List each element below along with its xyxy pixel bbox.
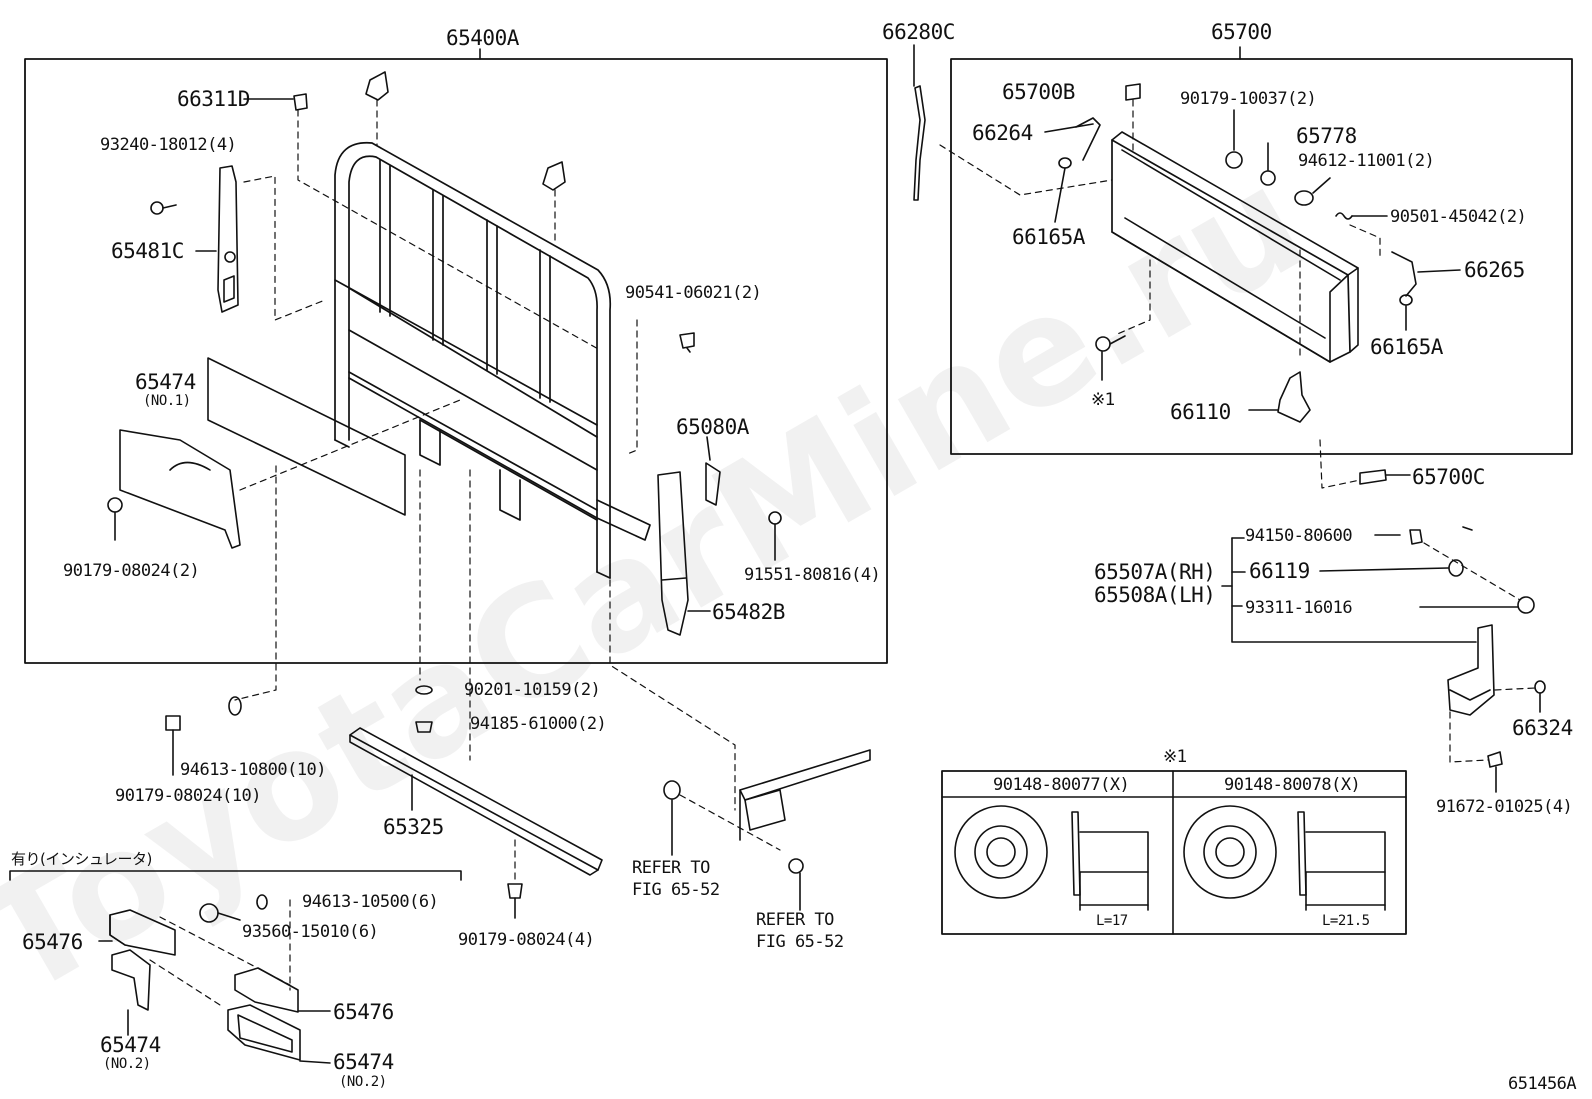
label-fig-65-52-2: FIG 65-52 [756,932,844,952]
label-66311D: 66311D [177,87,250,111]
label-65700: 65700 [1211,20,1272,44]
heat-shield-65474 [119,429,241,549]
chain-66280C [913,85,926,201]
label-66280C: 66280C [882,20,955,44]
note-mark-table: ※1 [1163,747,1188,767]
chassis-frame [739,749,871,801]
label-66165A-b: 66165A [1370,335,1443,359]
label-65080A: 65080A [676,415,749,439]
insulator-65476-a [109,909,176,956]
label-65507A: 65507A(RH) [1094,560,1216,584]
label-65700B: 65700B [1002,80,1075,104]
label-90179-10037: 90179-10037(2) [1180,89,1317,109]
label-refer-to-1: REFER TO [632,858,710,878]
panel-65474 [207,357,406,516]
label-94612-11001: 94612-11001(2) [1298,151,1435,171]
label-90541-06021: 90541-06021(2) [625,283,762,303]
label-65325: 65325 [383,815,444,839]
label-93240-18012: 93240-18012(4) [100,135,237,155]
label-94150-80600: 94150-80600 [1245,526,1353,546]
top-clip-left [365,71,389,101]
label-90201-10159: 90201-10159(2) [464,680,601,700]
insulator-bracket [9,870,462,881]
label-65778: 65778 [1296,124,1357,148]
rail-65325 [349,727,603,871]
label-65474-no2a: 65474 [100,1033,161,1057]
label-90179-08024-10: 90179-08024(10) [115,786,262,806]
label-65400A: 65400A [446,26,519,50]
label-65476-a: 65476 [22,930,83,954]
bolt-detail-90148-80078 [1183,805,1386,911]
label-66324: 66324 [1512,716,1573,740]
bracket-65482B [657,471,689,636]
label-93311-16016: 93311-16016 [1245,598,1353,618]
label-no2b: (NO.2) [339,1074,387,1090]
main-headboard-box [24,58,888,664]
label-66264: 66264 [972,121,1033,145]
figure-code: 651456A [1508,1074,1577,1094]
label-91672-01025: 91672-01025(4) [1436,797,1573,817]
label-90179-08024-2: 90179-08024(2) [63,561,200,581]
label-65700C: 65700C [1412,465,1485,489]
label-90179-08024-4: 90179-08024(4) [458,930,595,950]
label-refer-to-2: REFER TO [756,910,834,930]
label-no1: (NO.1) [143,393,191,409]
hinge-66119 [1447,624,1495,716]
label-L21: L=21.5 [1322,913,1370,929]
label-90148-80078: 90148-80078(X) [1224,775,1361,795]
label-94613-10800: 94613-10800(10) [180,760,327,780]
insulator-65474-a [111,949,151,1011]
bolt-detail-90148-80077 [954,805,1149,911]
label-65474-no1: 65474 [135,370,196,394]
label-66119: 66119 [1249,559,1310,583]
bolt-detail-table [941,770,1407,935]
label-65508A: 65508A(LH) [1094,583,1216,607]
label-65481C: 65481C [111,239,184,263]
label-65474-no2b: 65474 [333,1050,394,1074]
label-90501-45042: 90501-45042(2) [1390,207,1527,227]
label-91551-80816: 91551-80816(4) [744,565,881,585]
label-no2a: (NO.2) [103,1056,151,1072]
gate-assembly-box [950,58,1573,455]
bracket-65481C [217,165,239,313]
top-clip-right [542,161,566,191]
label-65476-b: 65476 [333,1000,394,1024]
label-93560-15010: 93560-15010(6) [242,922,379,942]
label-66165A-a: 66165A [1012,225,1085,249]
insulator-65474-b [227,1004,301,1061]
headboard-guard [334,141,651,579]
label-90148-80077: 90148-80077(X) [993,775,1130,795]
insulator-caption: 有り(インシュレータ) [11,850,152,868]
label-mark1: ※1 [1091,390,1116,410]
label-65482B: 65482B [712,600,785,624]
label-L17: L=17 [1096,913,1128,929]
label-94613-10500: 94613-10500(6) [302,892,439,912]
gate-panel [1111,139,1351,363]
label-66110: 66110 [1170,400,1231,424]
label-66265: 66265 [1464,258,1525,282]
label-fig-65-52-1: FIG 65-52 [632,880,720,900]
insulator-65476-b [234,967,299,1013]
label-94185-61000: 94185-61000(2) [470,714,607,734]
